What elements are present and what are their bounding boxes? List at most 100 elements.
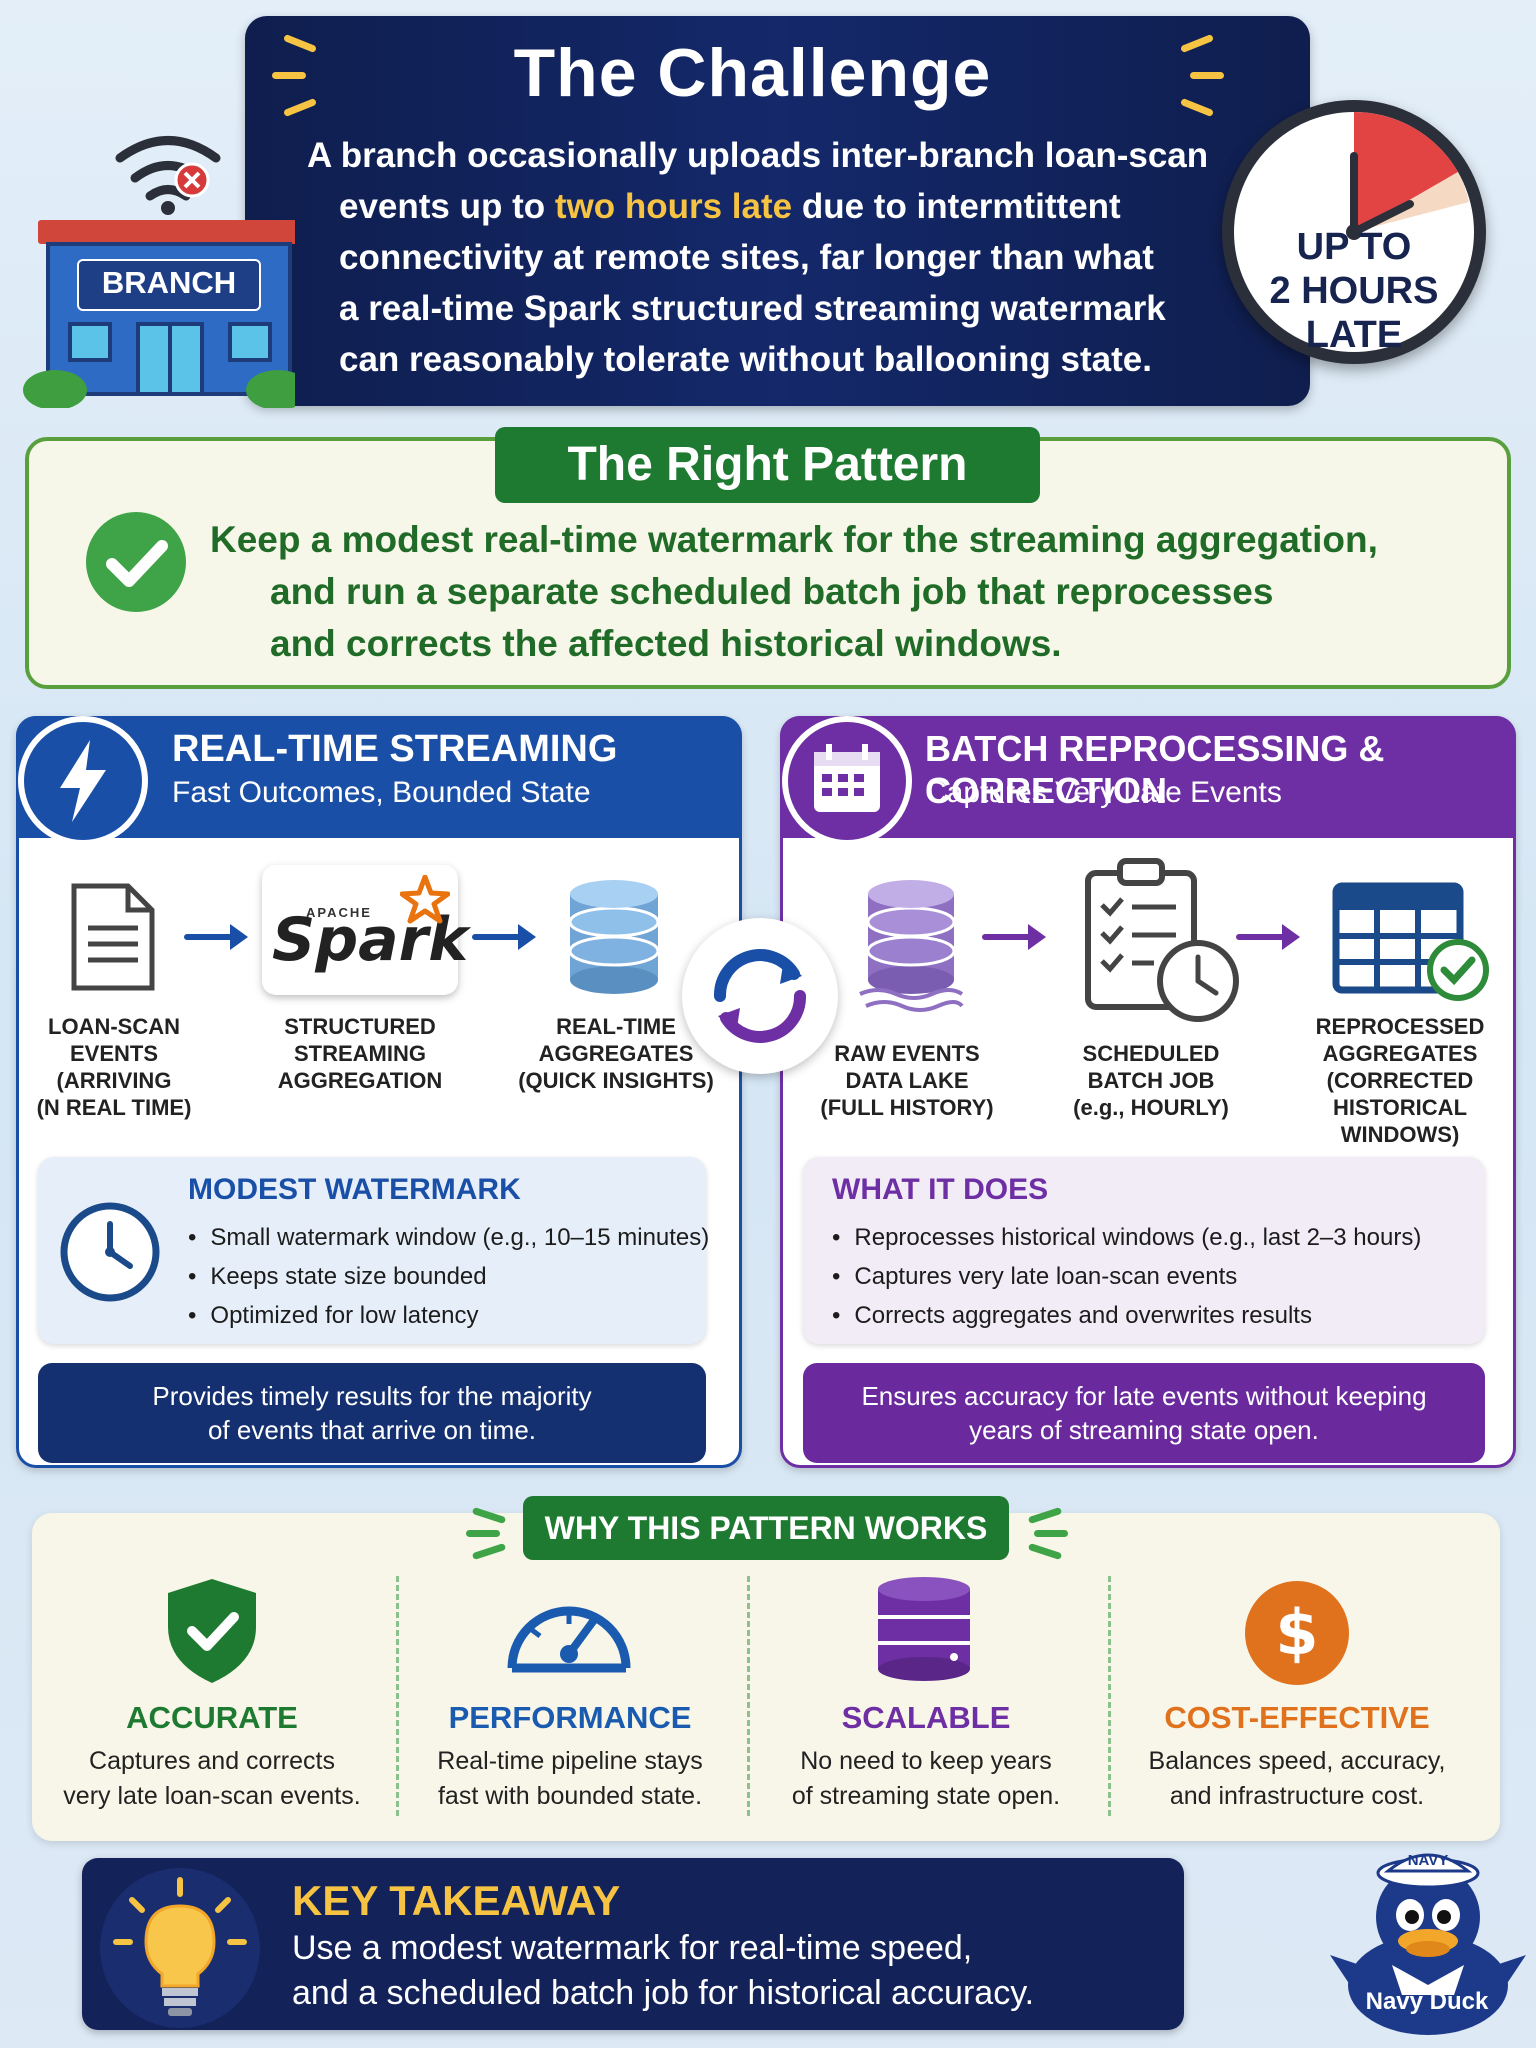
banner-line: years of streaming state open. (969, 1415, 1319, 1445)
bullet-item: Corrects aggregates and overwrites resul… (832, 1296, 1421, 1335)
late-badge-line: LATE (1305, 314, 1403, 356)
why-item-desc: Real-time pipeline stays (437, 1747, 703, 1775)
bullet-item: Reprocesses historical windows (e.g., la… (832, 1218, 1421, 1257)
key-takeaway-text: Use a modest watermark for real-time spe… (292, 1926, 1152, 2016)
banner-line: Ensures accuracy for late events without… (861, 1381, 1427, 1411)
bullet-item: Small watermark window (e.g., 10–15 minu… (188, 1218, 709, 1257)
lightning-icon (18, 716, 148, 846)
banner-line: Provides timely results for the majority (152, 1381, 592, 1411)
bullet-item: Optimized for low latency (188, 1296, 709, 1335)
challenge-line: connectivity at remote sites, far longer… (339, 238, 1154, 277)
right-pattern-text: Keep a modest real-time watermark for th… (210, 514, 1450, 670)
what-it-does-title: WHAT IT DOES (832, 1173, 1049, 1206)
ray-decoration (1190, 72, 1224, 79)
why-item-performance: PERFORMANCE Real-time pipeline stays fas… (400, 1700, 740, 1814)
why-item-desc: very late loan-scan events. (63, 1782, 361, 1810)
banner-line: of events that arrive on time. (207, 1415, 537, 1445)
challenge-line: A branch occasionally uploads inter-bran… (307, 136, 1209, 175)
batch-subtitle: Captures Very Late Events (925, 776, 1282, 809)
clock-icon (60, 1202, 160, 1302)
spark-star-icon (400, 875, 450, 924)
why-item-desc: Captures and corrects (89, 1747, 335, 1775)
challenge-panel (245, 16, 1310, 406)
calendar-icon (782, 716, 912, 846)
navy-duck-label: Navy Duck (1365, 1988, 1489, 2015)
spark-logo: APACHE Spark (262, 865, 468, 995)
ray-decoration (1034, 1530, 1068, 1537)
svg-text:$: $ (1275, 1596, 1318, 1669)
navy-duck-mascot: NAVY (1330, 1852, 1526, 2035)
streaming-subtitle: Fast Outcomes, Bounded State (172, 776, 591, 809)
ray-decoration (466, 1530, 500, 1537)
bullet-item: Keeps state size bounded (188, 1257, 709, 1296)
check-circle-icon (86, 512, 186, 612)
branch-sign: BRANCH (78, 265, 260, 301)
database-icon (878, 1577, 970, 1681)
late-badge-text: UP TO 2 HOURS LATE (1222, 225, 1486, 357)
why-item-title: PERFORMANCE (448, 1700, 692, 1735)
late-badge-line: 2 HOURS (1269, 270, 1439, 312)
batch-banner: Ensures accuracy for late events without… (803, 1363, 1485, 1463)
challenge-title: The Challenge (513, 35, 992, 111)
flow-arrow (472, 924, 536, 950)
why-item-desc: No need to keep years (800, 1747, 1052, 1775)
spark-logo-small: APACHE (306, 905, 372, 920)
flow-arrow (184, 924, 248, 950)
why-item-title: ACCURATE (126, 1700, 298, 1735)
dollar-icon: $ (1245, 1581, 1349, 1685)
why-item-cost-effective: COST-EFFECTIVE Balances speed, accuracy,… (1127, 1700, 1467, 1814)
right-pattern-title: The Right Pattern (495, 427, 1040, 503)
why-panel (32, 1513, 1500, 1841)
late-badge-line: UP TO (1296, 226, 1412, 268)
divider (747, 1576, 750, 1816)
challenge-text: A branch occasionally uploads inter-bran… (307, 130, 1247, 385)
why-item-desc: and infrastructure cost. (1169, 1782, 1425, 1810)
what-it-does-bullets: Reprocesses historical windows (e.g., la… (832, 1218, 1421, 1335)
why-item-scalable: SCALABLE No need to keep years of stream… (756, 1700, 1096, 1814)
sync-icon (682, 918, 838, 1074)
flow-arrow (982, 924, 1046, 950)
clipboard-clock-icon (1085, 858, 1239, 1022)
challenge-line: events up to two hours late due to inter… (339, 187, 1121, 226)
key-takeaway-title: KEY TAKEAWAY (292, 1877, 621, 1924)
why-item-desc: Balances speed, accuracy, (1148, 1747, 1446, 1775)
bullet-item: Captures very late loan-scan events (832, 1257, 1421, 1296)
why-item-title: COST-EFFECTIVE (1164, 1700, 1430, 1735)
mascot-hat-label: NAVY (1408, 1852, 1449, 1869)
corrected-table-icon (1332, 882, 1489, 1001)
key-takeaway-panel (82, 1858, 1184, 2030)
batch-title: BATCH REPROCESSING & CORRECTION (925, 728, 1385, 811)
shield-check-icon (168, 1579, 256, 1683)
streaming-title: REAL-TIME STREAMING (172, 728, 618, 770)
highlight-two-hours: two hours late (554, 187, 793, 226)
why-item-desc: of streaming state open. (791, 1782, 1061, 1810)
speedometer-icon (507, 1606, 631, 1673)
branch-sign-label: BRANCH (101, 265, 237, 300)
pattern-line: and corrects the affected historical win… (270, 623, 1062, 664)
divider (1108, 1576, 1111, 1816)
ray-decoration (272, 72, 306, 79)
pattern-line: Keep a modest real-time watermark for th… (210, 519, 1378, 560)
modest-watermark-title: MODEST WATERMARK (188, 1173, 521, 1206)
streaming-banner: Provides timely results for the majority… (38, 1363, 706, 1463)
why-item-title: SCALABLE (841, 1700, 1011, 1735)
database-icon (568, 880, 660, 994)
takeaway-line: and a scheduled batch job for historical… (292, 1974, 1035, 2012)
pattern-line: and run a separate scheduled batch job t… (270, 571, 1274, 612)
takeaway-line: Use a modest watermark for real-time spe… (292, 1929, 973, 1967)
document-icon (71, 883, 155, 991)
data-lake-icon (859, 880, 964, 1012)
clock-face-icon (1346, 112, 1469, 240)
divider (396, 1576, 399, 1816)
challenge-line: a real-time Spark structured streaming w… (339, 289, 1166, 328)
lightbulb-icon (113, 1877, 247, 2016)
flow-arrow (1236, 924, 1300, 950)
why-item-desc: fast with bounded state. (437, 1782, 703, 1810)
why-item-accurate: ACCURATE Captures and corrects very late… (42, 1700, 382, 1814)
